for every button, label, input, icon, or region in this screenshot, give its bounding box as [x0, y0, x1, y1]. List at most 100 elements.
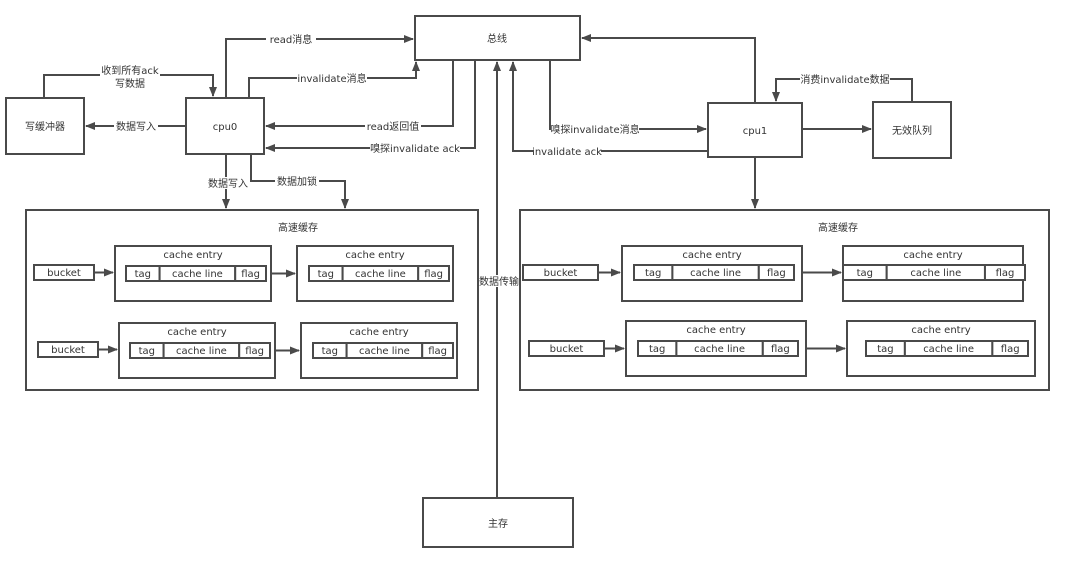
flag-field: flag [771, 344, 790, 355]
bus-label: 总线 [487, 32, 507, 45]
cache-entry-title: cache entry [911, 325, 970, 336]
cache-entry[interactable]: cache entry tag cache line flag [625, 320, 807, 377]
cache-line-field: cache line [176, 346, 227, 357]
bucket[interactable]: bucket [522, 264, 599, 281]
edge-cpu0-to-wb: 数据写入 [85, 120, 186, 133]
edge-wb-ack: 收到所有ack 写数据 [43, 64, 217, 98]
cache-line-field: cache line [172, 269, 223, 280]
edge-data-transfer: 数据传输 [477, 61, 521, 498]
edge-label-ack-line2: 写数据 [115, 77, 145, 90]
cache-entry-title: cache entry [686, 325, 745, 336]
flag-field-box [757, 264, 795, 281]
edge-label-cpu0-to-wb: 数据写入 [116, 120, 156, 133]
flag-field-box [417, 265, 451, 282]
edge-cpu0-read-msg: read消息 [225, 33, 414, 98]
cpu0-node[interactable]: cpu0 [185, 97, 265, 155]
edge-cpu1-invalidate-ack: invalidate ack [509, 61, 708, 158]
cache-line-field: cache line [923, 344, 974, 355]
edge-cpu0-data-write: 数据写入 [206, 154, 250, 209]
cache-line-field: cache line [690, 268, 741, 279]
flag-field-box [991, 340, 1029, 357]
edge-bus-snoop-msg: 嗅探invalidate消息 [549, 60, 707, 136]
cache-entry-title: cache entry [345, 250, 404, 261]
cache-entry[interactable]: cache entry tag cache line flag [842, 245, 1027, 302]
tag-field: tag [857, 268, 873, 279]
edge-bus-read-return: read返回值 [265, 60, 454, 133]
main-memory-label: 主存 [488, 517, 508, 530]
edge-label-data-transfer: 数据传输 [479, 275, 519, 288]
tag-field: tag [645, 268, 661, 279]
flag-field: flag [996, 268, 1015, 279]
tag-field: tag [877, 344, 893, 355]
flag-field-box [234, 265, 267, 282]
main-memory-node[interactable]: 主存 [422, 497, 574, 548]
tag-field: tag [318, 269, 334, 280]
cpu1-label: cpu1 [743, 126, 768, 137]
cache-line-field: cache line [359, 346, 410, 357]
cpu0-label: cpu0 [213, 122, 238, 133]
invalid-queue-node[interactable]: 无效队列 [872, 101, 952, 159]
edge-label-snoop-msg: 嗅探invalidate消息 [550, 123, 639, 136]
edge-label-snoop-ack: 嗅探invalidate ack [370, 142, 460, 155]
edge-label-data-write: 数据写入 [208, 177, 248, 190]
cache-entry-title: cache entry [682, 250, 741, 261]
cache-title: 高速缓存 [818, 221, 858, 234]
edge-label-consume-invalidate: 消费invalidate数据 [800, 73, 889, 86]
flag-field: flag [424, 269, 443, 280]
tag-field: tag [139, 346, 155, 357]
edge-label-ack-line1: 收到所有ack [101, 64, 159, 77]
bucket-label: bucket [51, 345, 85, 356]
flag-field: flag [245, 346, 264, 357]
edge-label-data-lock: 数据加锁 [277, 175, 317, 188]
bus-node[interactable]: 总线 [414, 15, 581, 61]
flag-field: flag [241, 269, 260, 280]
edge-cpu0-invalidate-msg: invalidate消息 [248, 61, 420, 98]
tag-field: tag [649, 344, 665, 355]
tag-field: tag [322, 346, 338, 357]
cache-entry[interactable]: cache entry tag cache line flag [118, 322, 276, 379]
invalid-queue-label: 无效队列 [892, 124, 932, 137]
flag-field-box [421, 342, 455, 359]
cache-entry[interactable]: cache entry tag cache line flag [114, 245, 272, 302]
cache-entry-title: cache entry [167, 327, 226, 338]
cache-entry[interactable]: cache entry tag cache line flag [621, 245, 803, 302]
bucket-label: bucket [550, 344, 584, 355]
flag-field-box [761, 340, 799, 357]
edge-label-read-return: read返回值 [367, 120, 420, 133]
edge-label-read-msg: read消息 [270, 33, 313, 46]
flag-field-box [983, 264, 1027, 281]
tag-field: tag [135, 269, 151, 280]
bucket[interactable]: bucket [528, 340, 605, 357]
edge-label-invalidate-ack: invalidate ack [532, 147, 602, 158]
cache-entry-title: cache entry [163, 250, 222, 261]
edge-label-invalidate-msg: invalidate消息 [297, 72, 366, 85]
flag-field: flag [428, 346, 447, 357]
cpu1-node[interactable]: cpu1 [707, 102, 803, 158]
cache-entry-title: cache entry [903, 250, 962, 261]
bucket-label: bucket [544, 268, 578, 279]
cache-entry-title: cache entry [349, 327, 408, 338]
write-buffer-label: 写缓冲器 [25, 120, 65, 133]
edge-bus-snoop-ack: 嗅探invalidate ack [265, 60, 476, 155]
edge-consume-invalidate: 消费invalidate数据 [772, 73, 913, 102]
flag-field-box [238, 342, 271, 359]
cache-title: 高速缓存 [278, 221, 318, 234]
flag-field: flag [767, 268, 786, 279]
cache-entry[interactable]: cache entry tag cache line flag [300, 322, 458, 379]
edge-cpu1-to-bus [581, 34, 756, 103]
cache-line-field: cache line [910, 268, 961, 279]
cache-line-field: cache line [694, 344, 745, 355]
bucket[interactable]: bucket [37, 341, 99, 358]
edge-cpu0-data-lock: 数据加锁 [250, 154, 349, 209]
bucket[interactable]: bucket [33, 264, 95, 281]
bucket-label: bucket [47, 268, 81, 279]
write-buffer-node[interactable]: 写缓冲器 [5, 97, 85, 155]
